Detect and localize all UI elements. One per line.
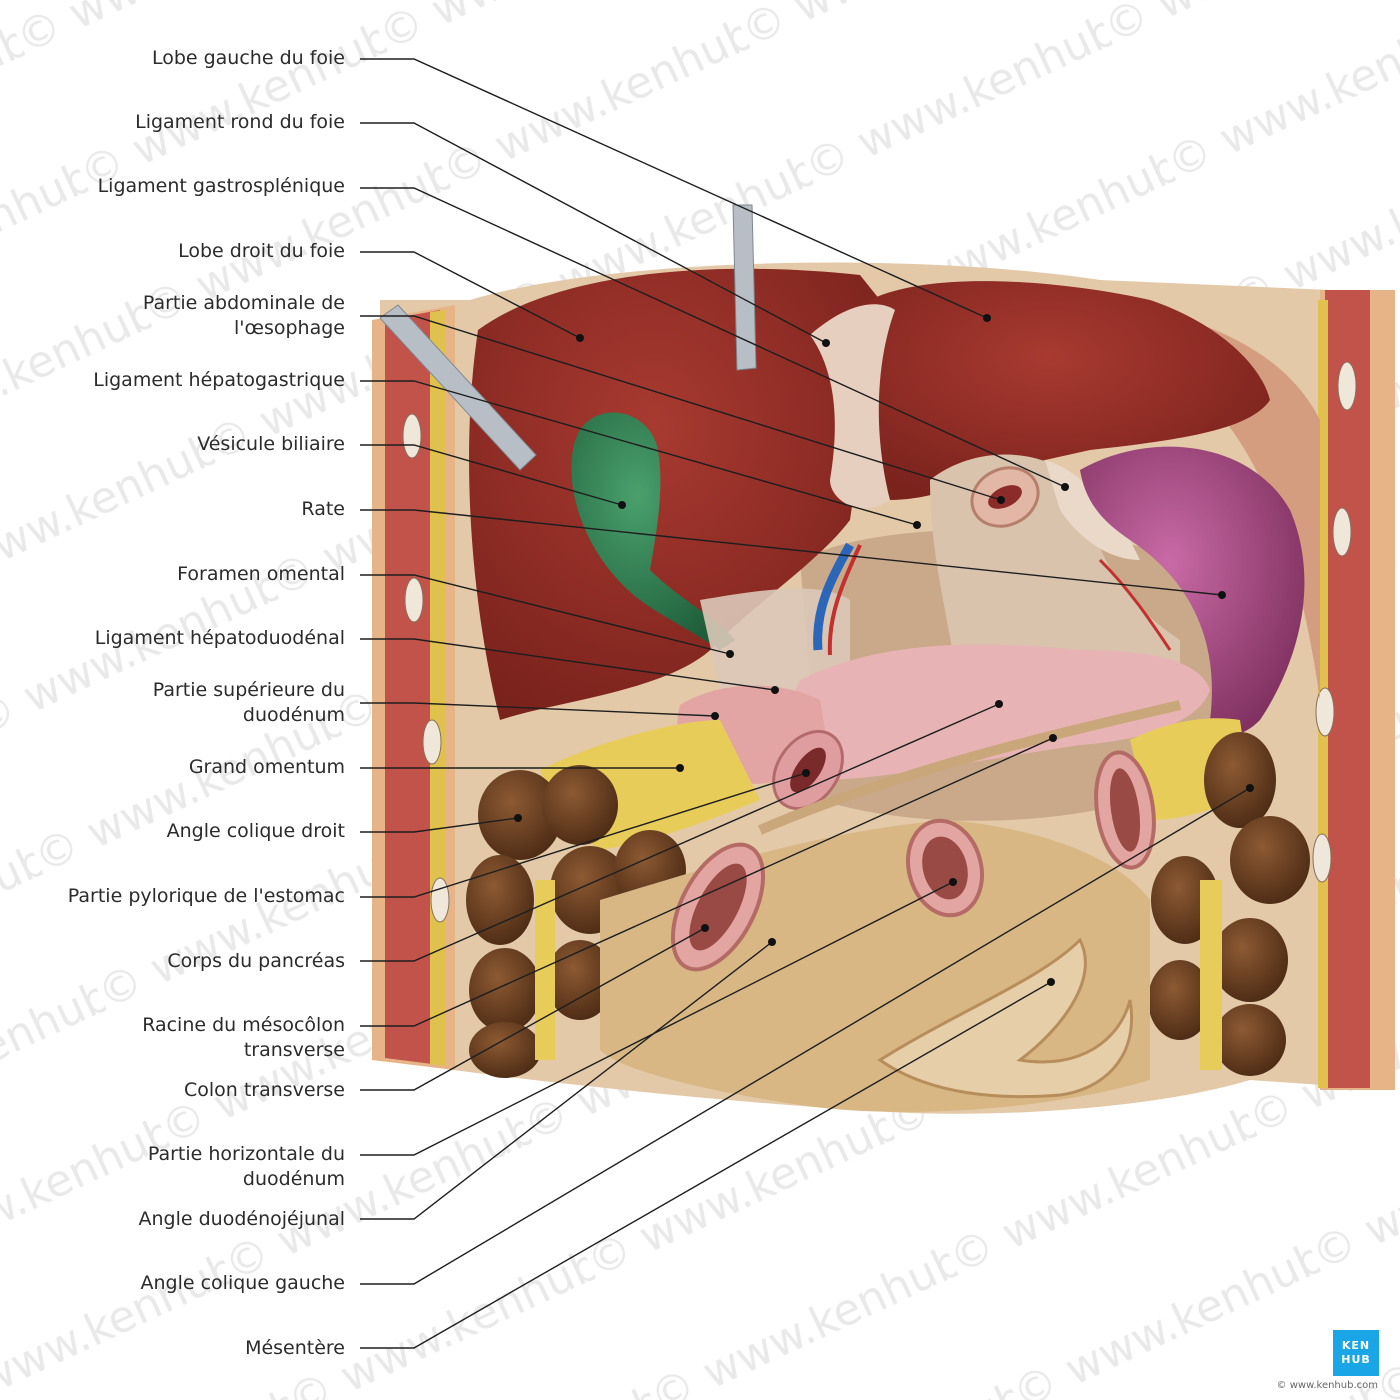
label-16: Colon transverse <box>183 1079 345 1101</box>
leader-dot-14 <box>995 700 1003 708</box>
leader-dot-5 <box>913 521 921 529</box>
leader-line-6 <box>360 444 623 506</box>
label-17: Partie horizontale du duodénum <box>147 1143 345 1190</box>
spleen <box>1080 446 1305 735</box>
logo-line2: HUB <box>1341 1353 1371 1366</box>
leader-dots <box>514 314 1254 986</box>
leader-dot-18 <box>768 938 776 946</box>
liver-right-lobe <box>469 268 880 720</box>
leader-dot-9 <box>771 686 779 694</box>
left-colon-section <box>1094 750 1156 870</box>
leader-dot-16 <box>701 924 709 932</box>
leader-dot-1 <box>822 339 830 347</box>
leader-line-19 <box>360 787 1251 1285</box>
label-14: Corps du pancréas <box>167 950 345 972</box>
leader-line-5 <box>360 380 918 526</box>
leader-lines <box>360 58 1251 1349</box>
label-12: Angle colique droit <box>166 820 345 842</box>
esophagus-section <box>970 466 1040 528</box>
label-18: Angle duodénojéjunal <box>138 1208 345 1230</box>
label-20: Mésentère <box>245 1337 345 1359</box>
leader-dot-11 <box>676 764 684 772</box>
leader-dot-3 <box>576 334 584 342</box>
label-1: Ligament rond du foie <box>135 111 345 133</box>
retractor-left <box>379 304 537 471</box>
leader-dot-2 <box>1061 483 1069 491</box>
retractor-top <box>732 204 757 371</box>
leader-line-13 <box>360 772 807 898</box>
label-0: Lobe gauche du foie <box>151 47 345 69</box>
leader-line-17 <box>360 881 954 1156</box>
leader-line-20 <box>360 981 1052 1349</box>
label-19: Angle colique gauche <box>140 1272 346 1294</box>
leader-line-12 <box>360 817 519 833</box>
leader-line-0 <box>360 58 988 319</box>
leader-dot-8 <box>726 650 734 658</box>
mesentery-folds <box>877 937 1133 1099</box>
label-13: Partie pylorique de l'estomac <box>67 885 345 907</box>
leader-line-3 <box>360 251 581 339</box>
label-2: Ligament gastrosplénique <box>97 175 345 197</box>
gallbladder <box>571 412 735 650</box>
splenic-vessels <box>1098 558 1172 651</box>
hepatic-artery <box>827 544 862 656</box>
leader-dot-4 <box>997 496 1005 504</box>
leader-dot-6 <box>618 501 626 509</box>
label-8: Foramen omental <box>177 563 345 585</box>
leader-line-14 <box>360 703 1000 962</box>
leader-line-1 <box>360 122 827 344</box>
kenhub-logo: KEN HUB <box>1333 1330 1379 1376</box>
leader-dot-17 <box>949 878 957 886</box>
label-15: Racine du mésocôlon transverse <box>142 1014 345 1061</box>
mesocolon-root <box>758 700 1182 835</box>
credit-text: © www.kenhub.com <box>1276 1380 1378 1391</box>
leader-line-8 <box>360 574 731 655</box>
leader-dot-12 <box>514 814 522 822</box>
leader-dot-15 <box>1049 734 1057 742</box>
leader-dot-19 <box>1246 784 1254 792</box>
portal-vessels <box>813 542 854 651</box>
leader-dot-7 <box>1218 591 1226 599</box>
left-colon <box>1148 732 1310 1076</box>
hepatoduodenal-ligament <box>700 588 850 695</box>
round-ligament <box>810 304 895 509</box>
leader-line-16 <box>360 927 706 1091</box>
pancreas <box>789 644 1210 780</box>
label-10: Partie supérieure du duodénum <box>152 679 345 726</box>
leader-line-9 <box>360 638 776 691</box>
leader-dot-13 <box>802 769 810 777</box>
leader-line-10 <box>360 702 716 717</box>
leader-line-2 <box>360 187 1066 488</box>
right-abdominal-wall <box>1312 290 1395 1090</box>
left-abdominal-wall <box>372 305 455 1070</box>
label-5: Ligament hépatogastrique <box>93 369 345 391</box>
liver-left-lobe <box>868 281 1270 500</box>
label-4: Partie abdominale de l'œsophage <box>142 292 345 339</box>
leader-line-15 <box>360 737 1054 1027</box>
label-11: Grand omentum <box>188 756 345 778</box>
duodenum-horizontal-section <box>906 818 984 918</box>
logo-line1: KEN <box>1341 1339 1371 1352</box>
label-6: Vésicule biliaire <box>197 433 345 455</box>
leader-dot-0 <box>983 314 991 322</box>
gastrosplenic-ligament <box>1045 460 1140 560</box>
leader-line-7 <box>360 509 1223 596</box>
leader-dot-20 <box>1047 978 1055 986</box>
label-9: Ligament hépatoduodénal <box>94 627 345 649</box>
leader-line-18 <box>360 941 773 1220</box>
label-3: Lobe droit du foie <box>178 240 345 262</box>
label-7: Rate <box>301 498 345 520</box>
leader-dot-10 <box>711 712 719 720</box>
leader-line-4 <box>360 315 1002 501</box>
